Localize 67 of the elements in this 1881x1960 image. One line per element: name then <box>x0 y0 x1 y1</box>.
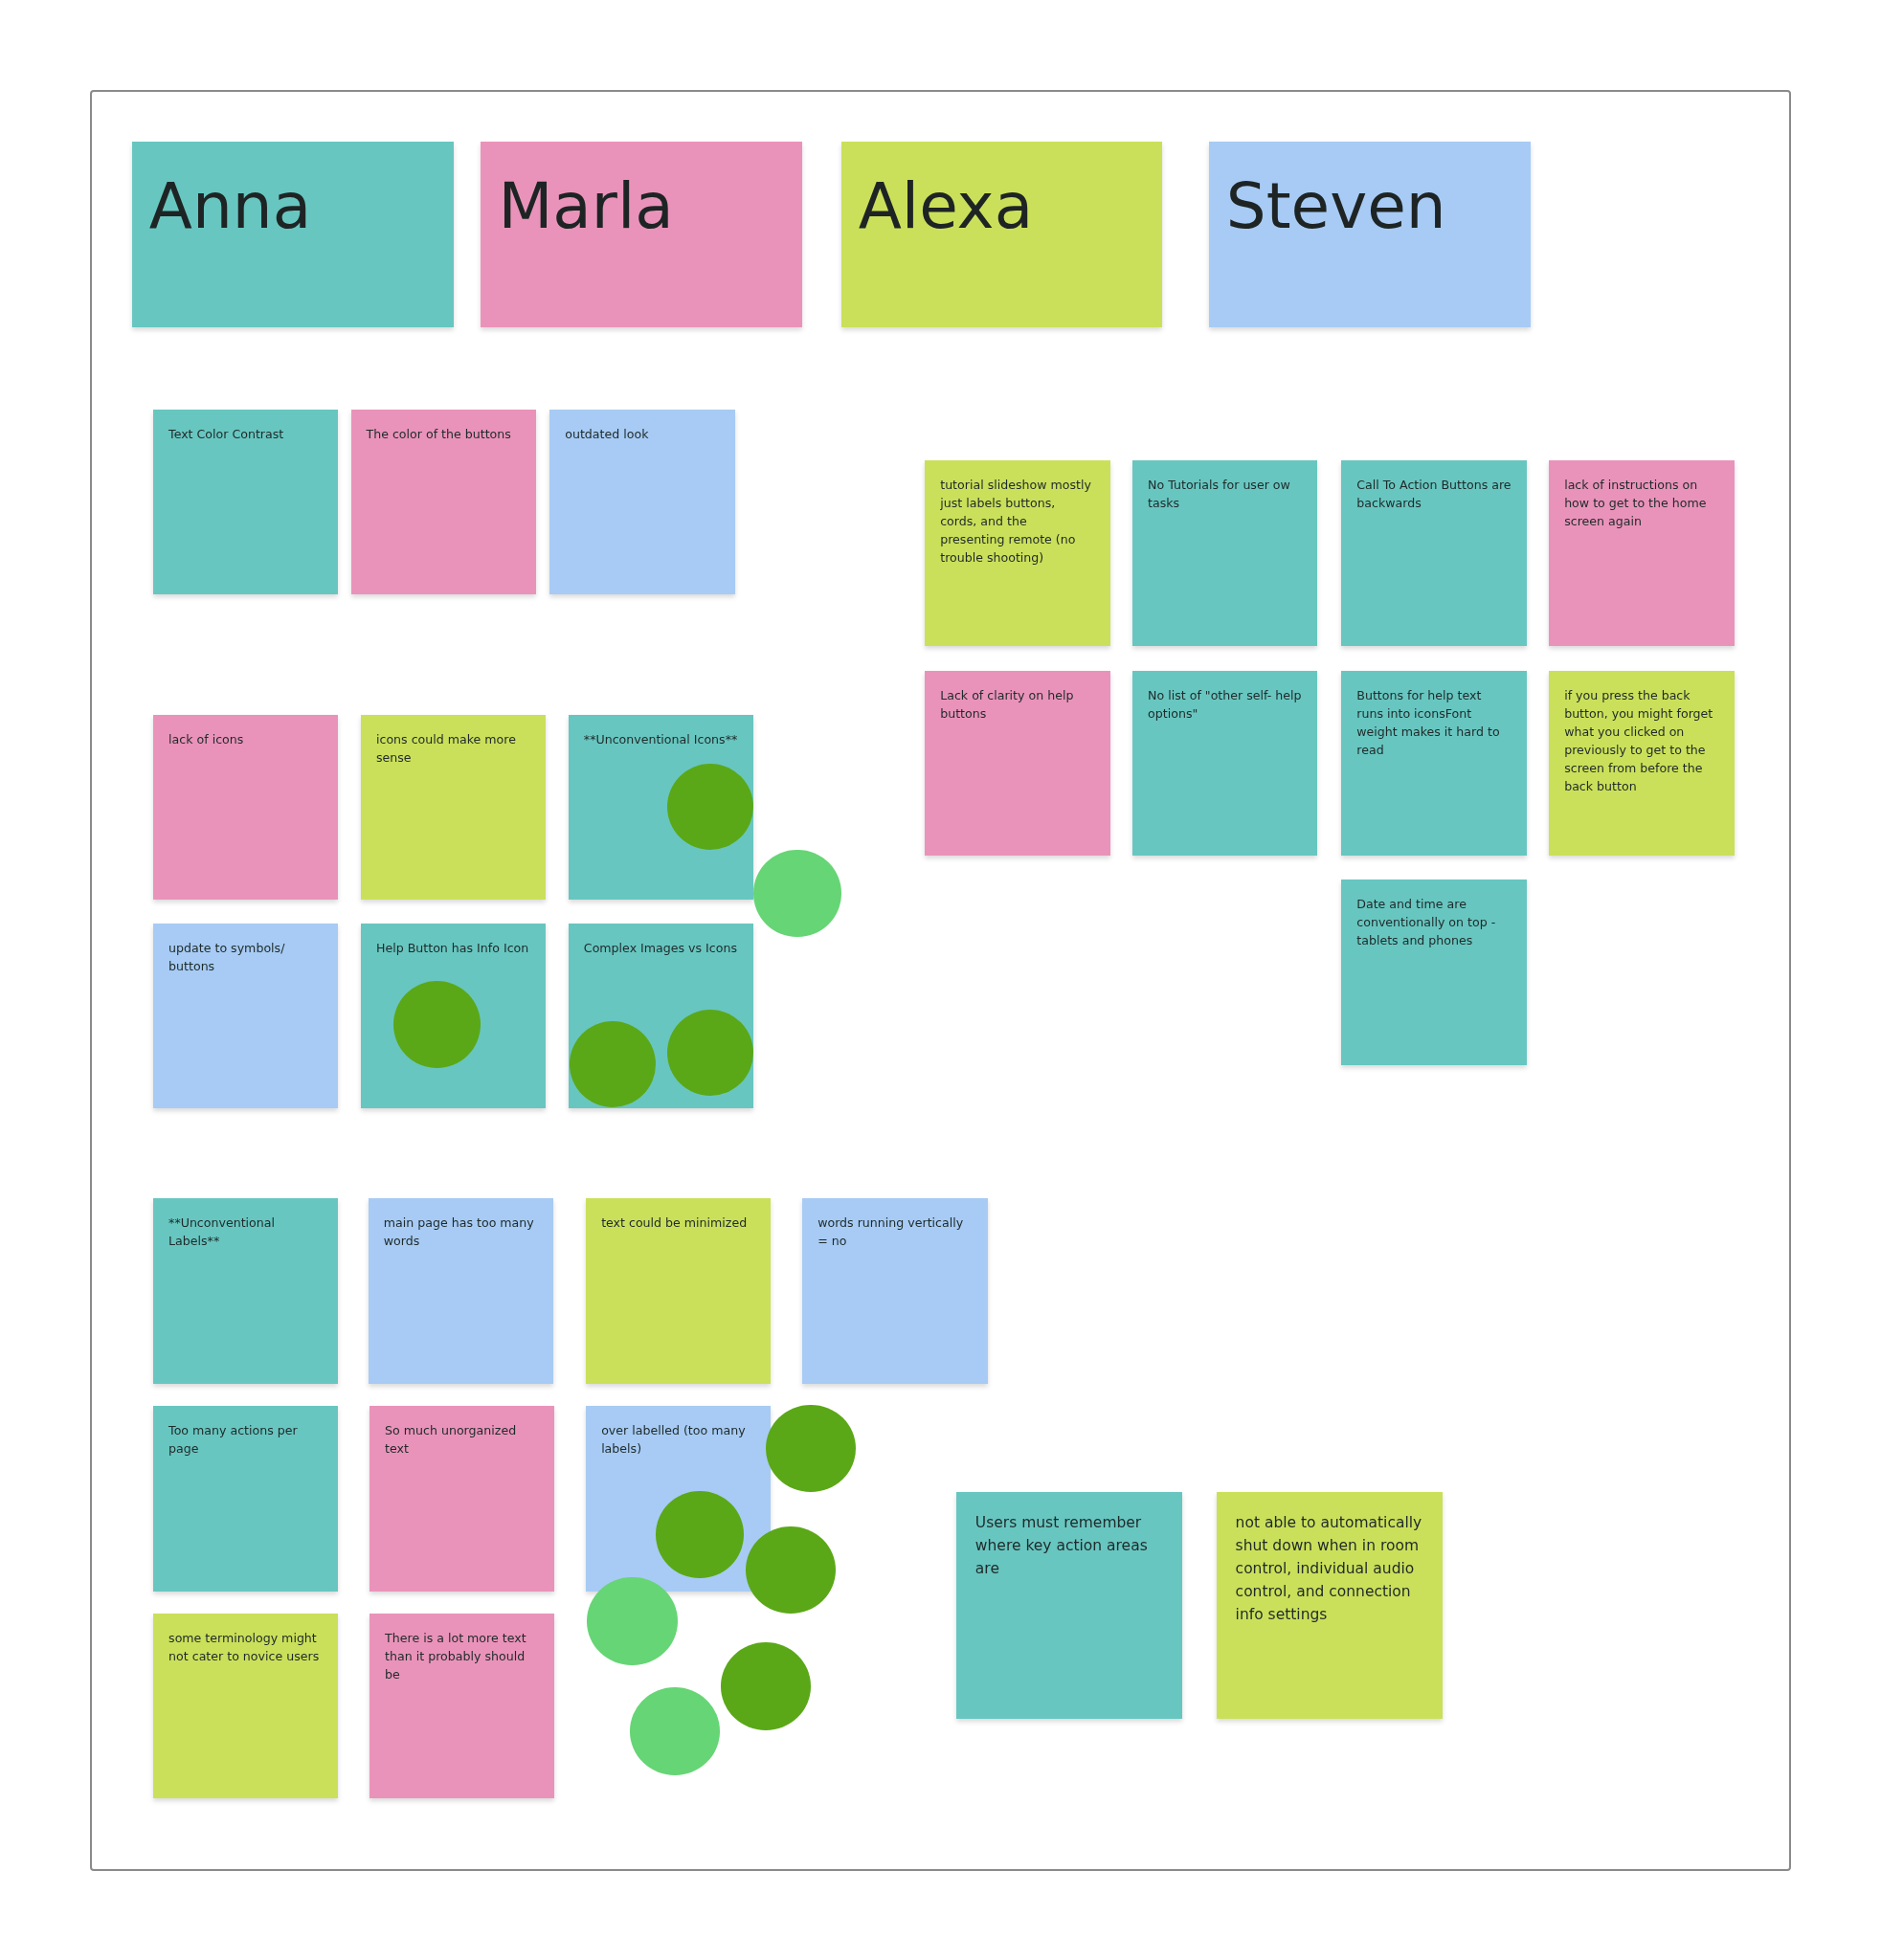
note-text: lack of icons <box>168 730 245 748</box>
person-name: Anna <box>148 168 313 246</box>
name-card <box>131 142 454 327</box>
name-card <box>481 142 803 327</box>
note-text: The color of the buttons <box>366 425 512 443</box>
name-card <box>1208 142 1531 327</box>
sticky-note <box>350 409 536 595</box>
sticky-note <box>153 1198 339 1384</box>
note-text: Buttons for help text runs into iconsFont weight makes it hard to read <box>1356 686 1501 759</box>
person-name: Alexa <box>858 168 1035 246</box>
sticky-note <box>368 1198 554 1384</box>
sticky-note <box>1132 670 1318 857</box>
note-text: There is a lot more text than it probably should be <box>385 1630 527 1684</box>
sticky-note <box>360 923 547 1109</box>
sticky-note <box>1132 460 1318 646</box>
note-text: icons could make more sense <box>375 730 517 767</box>
sticky-note <box>360 714 547 901</box>
sticky-note <box>153 409 339 595</box>
sticky-note <box>1341 670 1527 857</box>
person-name: Marla <box>498 168 675 246</box>
note-text: Users must remember where key action areas are <box>974 1513 1149 1580</box>
note-text: lack of instructions on how to get to the home screen again <box>1564 477 1708 531</box>
sticky-note <box>586 1406 772 1592</box>
note-text: Text Color Contrast <box>168 425 285 443</box>
sticky-note <box>153 714 339 901</box>
sticky-note <box>153 1406 339 1592</box>
board-frame <box>90 90 1791 1871</box>
note-text: No Tutorials for user ow tasks <box>1148 477 1291 513</box>
sticky-note <box>153 1614 339 1799</box>
sticky-note <box>1549 670 1735 857</box>
sticky-note <box>153 923 339 1109</box>
sticky-note <box>955 1492 1183 1719</box>
note-text: over labelled (too many labels) <box>601 1422 747 1459</box>
sticky-note <box>925 460 1110 646</box>
name-card <box>840 142 1163 327</box>
note-text: Lack of clarity on help buttons <box>940 686 1075 723</box>
note-text: Complex Images vs Icons <box>583 939 738 957</box>
sticky-note <box>568 923 754 1109</box>
sticky-note <box>1341 460 1527 646</box>
note-text: Date and time are conventionally on top - tablets and phones <box>1356 896 1497 950</box>
sticky-note <box>802 1198 988 1384</box>
sticky-note <box>1341 880 1527 1065</box>
note-text: main page has too many words <box>383 1214 535 1251</box>
sticky-note <box>369 1614 555 1799</box>
note-text: update to symbols/ buttons <box>168 939 286 975</box>
sticky-note <box>568 714 754 901</box>
note-text: Help Button has Info Icon <box>375 939 530 957</box>
sticky-note <box>549 409 735 595</box>
note-text: outdated look <box>565 425 650 443</box>
note-text: words running vertically = no <box>817 1214 965 1251</box>
sticky-note <box>925 670 1110 857</box>
note-text: some terminology might not cater to novice users <box>168 1630 321 1666</box>
note-text: if you press the back button, you might forget what you clicked on previously to get to the screen from before the back button <box>1564 686 1714 795</box>
note-text: Call To Action Buttons are backwards <box>1356 477 1512 513</box>
note-text: **Unconventional Labels** <box>168 1214 276 1251</box>
note-text: tutorial slideshow mostly just labels buttons, cords, and the presenting remote (no trouble shooting) <box>940 477 1092 568</box>
note-text: text could be minimized <box>601 1214 749 1233</box>
note-text: not able to automatically shut down when in room control, individual audio control, and connection info settings <box>1235 1513 1423 1626</box>
sticky-note <box>369 1406 555 1592</box>
sticky-note <box>586 1198 772 1384</box>
sticky-note <box>1216 1492 1444 1719</box>
sticky-note <box>1549 460 1735 646</box>
note-text: No list of "other self- help options" <box>1148 686 1303 723</box>
note-text: So much unorganized text <box>385 1422 518 1459</box>
note-text: **Unconventional Icons** <box>583 730 739 748</box>
note-text: Too many actions per page <box>168 1422 299 1459</box>
person-name: Steven <box>1225 168 1447 246</box>
